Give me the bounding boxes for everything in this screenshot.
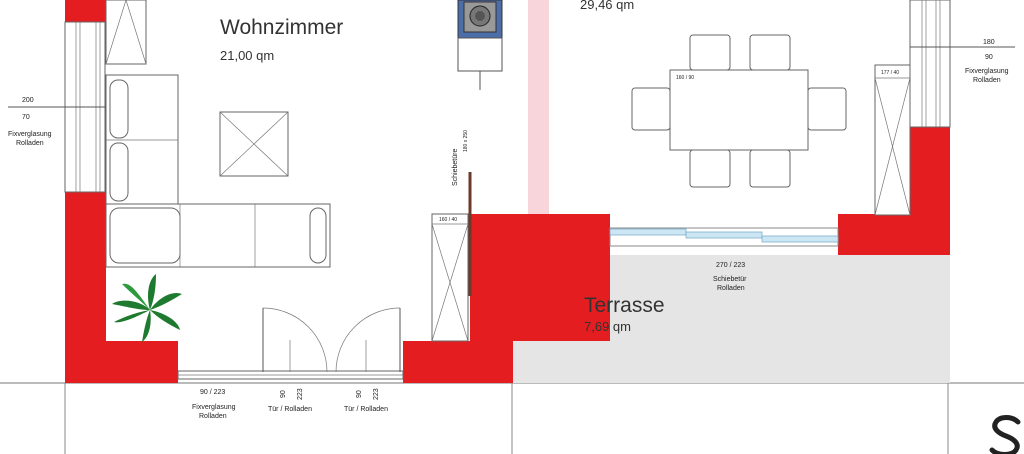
inner-sliding-door-type: Schiebetüre bbox=[452, 149, 459, 186]
passage-strip bbox=[528, 0, 549, 215]
chair-bottom-right bbox=[749, 149, 791, 188]
room-wohnzimmer-area: 21,00 qm bbox=[220, 48, 274, 63]
inner-sliding-door-size: 180 x 250 bbox=[463, 130, 469, 152]
door-2-type: Tür / Rolladen bbox=[344, 406, 388, 413]
logo-s-icon bbox=[989, 415, 1021, 454]
door-2-height: 223 bbox=[373, 388, 380, 400]
right-window-type-1: Fixverglasung bbox=[965, 68, 1009, 75]
bottom-fixed-type-1: Fixverglasung bbox=[192, 404, 236, 411]
wall-right bbox=[910, 127, 950, 255]
wall-bottom-left bbox=[65, 341, 178, 383]
cabinet-160-label: 160 / 40 bbox=[439, 217, 457, 223]
terrace-sliding-door bbox=[609, 227, 839, 247]
chair-left bbox=[631, 87, 671, 131]
bottom-fixed-type-2: Rolladen bbox=[199, 413, 227, 420]
right-window-height: 90 bbox=[985, 54, 993, 61]
stove-icon bbox=[457, 0, 503, 90]
terrace-door-type-1: Schiebetür bbox=[713, 276, 747, 283]
left-window-width: 200 bbox=[22, 97, 34, 104]
room-terrasse-area: 7,69 qm bbox=[584, 319, 631, 334]
door-1-height: 223 bbox=[297, 388, 304, 400]
dining-table bbox=[669, 69, 809, 151]
door-2 bbox=[335, 307, 401, 373]
room-terrasse-name: Terrasse bbox=[584, 294, 665, 317]
door-2-width: 90 bbox=[356, 390, 363, 398]
cabinet-top-left-diag-1 bbox=[105, 0, 127, 65]
cabinet-177-label: 177 / 40 bbox=[881, 70, 899, 76]
left-window-type-1: Fixverglasung bbox=[8, 131, 52, 138]
wall-center-lower bbox=[470, 255, 513, 383]
room-wohnzimmer-name: Wohnzimmer bbox=[220, 16, 343, 39]
terrace-door-type-2: Rolladen bbox=[717, 285, 745, 292]
dining-table-label: 160 / 90 bbox=[676, 75, 694, 81]
coffee-table-diag-2 bbox=[219, 111, 289, 177]
chair-right bbox=[807, 87, 847, 131]
terrace-door-size: 270 / 223 bbox=[716, 262, 745, 269]
chair-top-right bbox=[749, 34, 791, 71]
sofa-cushion-corner bbox=[109, 207, 181, 264]
cabinet-top-left bbox=[105, 0, 147, 65]
right-window-type-2: Rolladen bbox=[973, 77, 1001, 84]
chair-top-left bbox=[689, 34, 731, 71]
cabinet-177-40 bbox=[874, 64, 911, 216]
door-1-type: Tür / Rolladen bbox=[268, 406, 312, 413]
bottom-fixed-size: 90 / 223 bbox=[200, 389, 225, 396]
sofa-cushion-2 bbox=[109, 142, 129, 202]
left-window-height: 70 bbox=[22, 114, 30, 121]
cabinet-160-40 bbox=[431, 213, 469, 342]
room-essen-area: 29,46 qm bbox=[580, 0, 634, 12]
left-window-type-2: Rolladen bbox=[16, 140, 44, 147]
plant-icon bbox=[112, 274, 182, 342]
cabinet-top-left-diag-2 bbox=[125, 0, 147, 65]
cabinet-160-diag-2 bbox=[431, 223, 469, 342]
sofa-cushion-3 bbox=[309, 207, 327, 264]
chair-bottom-left bbox=[689, 149, 731, 188]
cabinet-177-diag-2 bbox=[874, 77, 911, 216]
door-1-width: 90 bbox=[280, 390, 287, 398]
door-1 bbox=[262, 307, 328, 373]
right-window-width: 180 bbox=[983, 39, 995, 46]
right-window-frame bbox=[909, 0, 951, 128]
wall-top-left bbox=[65, 0, 106, 22]
sofa-cushion-1 bbox=[109, 79, 129, 139]
